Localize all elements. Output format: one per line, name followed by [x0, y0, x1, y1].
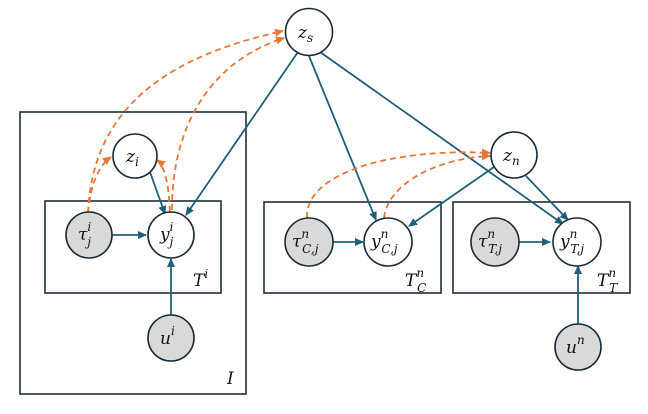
svg-text:ui: ui	[160, 324, 175, 349]
node-z-s: zs	[284, 7, 334, 57]
edge-zn-to-yT	[525, 175, 569, 221]
plate-label-I: I	[226, 369, 234, 389]
plate-I	[19, 111, 247, 395]
edge-zn-to-yC	[408, 166, 495, 227]
svg-text:un: un	[566, 333, 585, 358]
dashed-edge-yC-to-zn	[383, 152, 491, 219]
dashed-edge-tauC-to-zn	[306, 148, 491, 219]
dashed-edge-tauji-to-zi	[87, 156, 112, 214]
svg-text:zs: zs	[297, 23, 313, 45]
svg-text:τnT,j: τnT,j	[478, 227, 502, 256]
edge-zs-to-yji	[185, 51, 299, 216]
svg-text:zi: zi	[125, 147, 139, 169]
svg-text:τnC,j: τnC,j	[292, 227, 319, 256]
plate-T-i	[44, 200, 222, 294]
dashed-edge-tauji-to-zs	[87, 28, 284, 214]
svg-text:ynT,j: ynT,j	[559, 227, 584, 256]
node-u-i: ui	[147, 314, 195, 362]
node-u-n: un	[554, 323, 602, 371]
plate-label-T-i: Ti	[193, 267, 208, 291]
dashed-edge-yji-to-zi	[156, 159, 171, 213]
edge-zs-to-yT	[319, 51, 564, 225]
svg-text:zn: zn	[502, 146, 520, 168]
plate-T-T	[452, 201, 631, 294]
svg-text:ynC,j: ynC,j	[370, 227, 398, 256]
dashed-edge-yji-to-zs	[171, 36, 285, 211]
plate-T-C	[263, 201, 442, 294]
node-z-n: zn	[490, 131, 538, 179]
svg-text:yij: yij	[159, 220, 174, 249]
svg-text:τij: τij	[78, 220, 91, 249]
node-z-i: zi	[112, 133, 158, 179]
edge-zs-to-yC	[308, 55, 377, 221]
edge-zi-to-yji	[149, 171, 167, 215]
